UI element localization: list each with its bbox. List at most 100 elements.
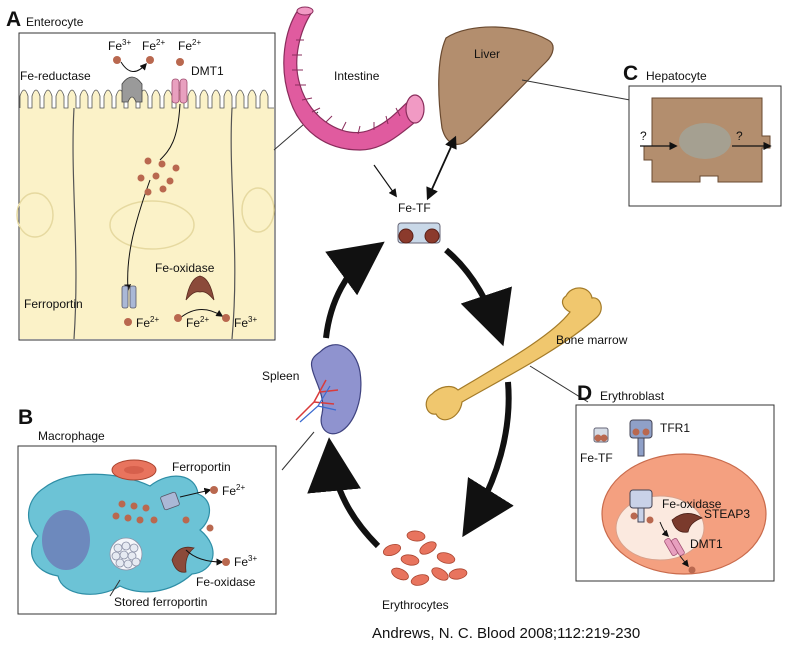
intestine: Intestine xyxy=(283,6,425,151)
stored-ferritin-cluster xyxy=(109,537,143,571)
panel-d-title: Erythroblast xyxy=(600,389,665,403)
intestine-to-fe-tf-arrow xyxy=(373,164,397,198)
ferroportin-label-a: Ferroportin xyxy=(24,297,83,311)
hepatocyte-panel: C Hepatocyte ? ? xyxy=(623,62,782,207)
fe2-ion-dmt1 xyxy=(176,58,184,66)
neighbor-nucleus-right xyxy=(241,187,275,233)
citation: Andrews, N. C. Blood 2008;112:219-230 xyxy=(372,625,640,642)
endosome-iron-1 xyxy=(630,512,638,520)
fe-reductase-protein xyxy=(121,76,143,103)
fe3-product xyxy=(222,314,230,322)
panel-b-title: Macrophage xyxy=(38,429,105,443)
bone-marrow-label: Bone marrow xyxy=(556,333,628,347)
reduction-arrow xyxy=(120,61,147,72)
panel-c-title: Hepatocyte xyxy=(646,69,707,83)
dmt1-right-half xyxy=(179,78,188,104)
fe-tf-label: Fe-TF xyxy=(398,201,431,215)
fe3-ion xyxy=(113,56,121,64)
macrophage-panel: B Macrophage Ferroportin Fe2+ Stored fer xyxy=(17,406,277,615)
ferroportin-left xyxy=(121,285,129,309)
spleen: Spleen xyxy=(262,344,362,435)
macrophage-iron-pool xyxy=(112,500,158,524)
stored-label: Stored ferroportin xyxy=(114,595,207,609)
fe2-label-top-left: Fe2+ xyxy=(142,38,165,53)
macrophage-oxidation-arrow xyxy=(185,549,224,566)
panel-a-letter: A xyxy=(6,8,21,31)
tfr1-receptor xyxy=(629,419,653,457)
dmt1-export-arrow xyxy=(679,555,689,568)
liver: Liver xyxy=(438,26,554,145)
connector-marrow-d xyxy=(529,365,589,403)
ferroportin-label-b: Ferroportin xyxy=(172,460,231,474)
enterocyte-panel: A Enterocyte Fe-reductase DMT1 Fe3+ Fe2+… xyxy=(6,8,276,341)
erythrocytes xyxy=(382,530,468,586)
transit-arrow xyxy=(124,179,151,292)
dmt1-endosome-right xyxy=(671,538,685,556)
tfr1-label: TFR1 xyxy=(660,421,690,435)
hepatocyte-import-question: ? xyxy=(640,129,647,143)
transferrin-iron-right xyxy=(424,228,440,244)
fe3-label-macrophage: Fe3+ xyxy=(234,554,257,569)
panel-a-title: Enterocyte xyxy=(26,15,84,29)
fe2-exported xyxy=(124,318,132,326)
cycle-arrow-to-spleen xyxy=(307,437,381,549)
connector-spleen-b xyxy=(281,431,315,471)
endosome-reduction-arrow xyxy=(659,521,669,537)
cycle-arrow-to-marrow xyxy=(444,247,512,347)
neighbor-nucleus-left xyxy=(16,192,54,238)
panel-c-letter: C xyxy=(623,62,638,85)
ferroportin-right xyxy=(129,285,137,309)
steap3-protein xyxy=(671,513,703,533)
fe-ion-free-2 xyxy=(206,524,214,532)
fe-ion-free-1 xyxy=(182,516,190,524)
intestine-label: Intestine xyxy=(334,69,380,83)
cycle-arrow-to-erythrocytes xyxy=(462,381,514,538)
phagocytosed-rbc-center xyxy=(124,466,144,474)
dmt1-label: DMT1 xyxy=(191,64,224,78)
fe-oxidase-label-b: Fe-oxidase xyxy=(196,575,256,589)
stored-pointer xyxy=(109,579,121,597)
fe-reductase-label: Fe-reductase xyxy=(20,69,91,83)
transferrin-iron-left xyxy=(398,228,414,244)
fe-oxidase-label-a: Fe-oxidase xyxy=(155,261,215,275)
spleen-label: Spleen xyxy=(262,369,299,383)
macrophage-nucleus xyxy=(42,510,90,570)
microvilli xyxy=(19,89,274,109)
fe-oxidase-protein-a xyxy=(185,275,215,301)
uptake-path xyxy=(159,103,181,161)
fe3-label-bottom: Fe3+ xyxy=(234,315,257,330)
internalized-tfr1 xyxy=(629,489,653,523)
liver-label: Liver xyxy=(474,47,500,61)
enterocyte-nucleus xyxy=(109,200,195,250)
fe2-label-bottom: Fe2+ xyxy=(136,315,159,330)
steap3-label: STEAP3 xyxy=(704,507,750,521)
connector-liver-c xyxy=(521,79,631,101)
macrophage-export-arrow xyxy=(179,487,212,498)
fe2-label-top-right: Fe2+ xyxy=(178,38,201,53)
free-fe-tf xyxy=(593,427,609,443)
bone-marrow: Bone marrow xyxy=(425,287,628,421)
fe2-label-macrophage: Fe2+ xyxy=(222,483,245,498)
erythroblast-panel: D Erythroblast Fe-TF TFR1 Fe-oxidase xyxy=(575,382,775,582)
cell-membrane-right xyxy=(230,107,236,340)
fe-tf-center: Fe-TF xyxy=(397,201,441,244)
dmt1-label-d: DMT1 xyxy=(690,537,723,551)
liver-fe-tf-arrow xyxy=(426,135,457,201)
cycle-arrow-to-fe-tf xyxy=(323,241,385,339)
dmt1-left-half xyxy=(171,78,180,104)
oxidation-arrow xyxy=(179,309,224,319)
panel-b-letter: B xyxy=(18,406,33,429)
cell-membrane-left xyxy=(72,107,77,340)
endosome-iron-2 xyxy=(646,516,654,524)
fe-oxidase-protein-b xyxy=(171,546,195,573)
fe-oxidase-label-d: Fe-oxidase xyxy=(662,497,722,511)
cytosolic-iron-pool xyxy=(137,157,180,196)
fe2-oxidase-substrate xyxy=(174,314,182,322)
enterocyte-cytoplasm xyxy=(20,108,274,339)
hepatocyte-nucleus xyxy=(679,123,731,159)
fe3-macrophage xyxy=(222,558,230,566)
cytosolic-iron-d xyxy=(688,566,696,574)
fe2-macrophage xyxy=(210,486,218,494)
fe3-label: Fe3+ xyxy=(108,38,131,53)
hepatocyte-export-question: ? xyxy=(736,129,743,143)
